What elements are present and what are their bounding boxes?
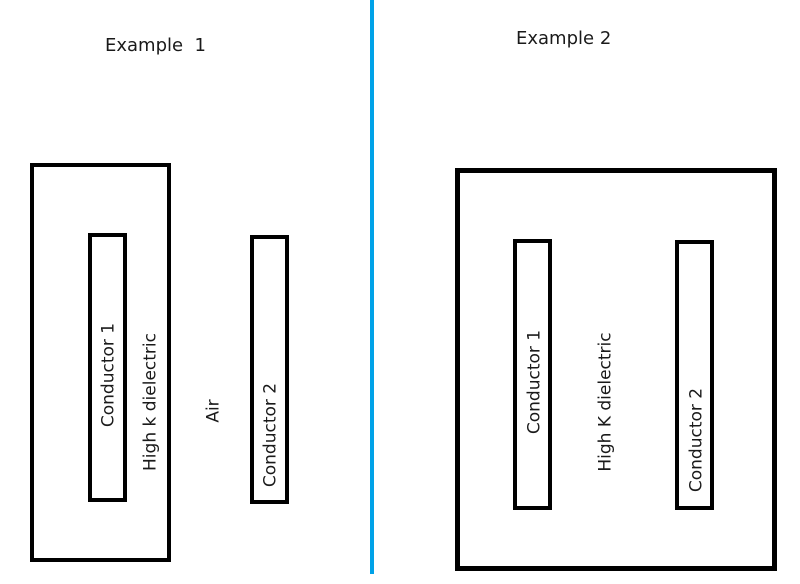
example1-dielectric-label: High k dielectric	[140, 333, 161, 471]
example2-conductor2	[675, 240, 714, 510]
example2-conductor1-label: Conductor 1	[524, 329, 545, 435]
example2-conductor2-label: Conductor 2	[686, 387, 707, 493]
example2-conductor1	[513, 239, 552, 510]
section-divider	[370, 0, 374, 574]
example1-air-label: Air	[203, 399, 224, 423]
example1-conductor2	[250, 235, 289, 504]
example1-dielectric-box	[30, 163, 171, 562]
example1-conductor1	[88, 233, 127, 502]
example2-dielectric-box	[455, 168, 777, 571]
example2-title: Example 2	[516, 28, 612, 49]
example1-title: Example 1	[105, 35, 206, 56]
example1-conductor1-label: Conductor 1	[98, 322, 119, 428]
example2-dielectric-label: High K dielectric	[595, 332, 616, 472]
example1-conductor2-label: Conductor 2	[260, 382, 281, 488]
